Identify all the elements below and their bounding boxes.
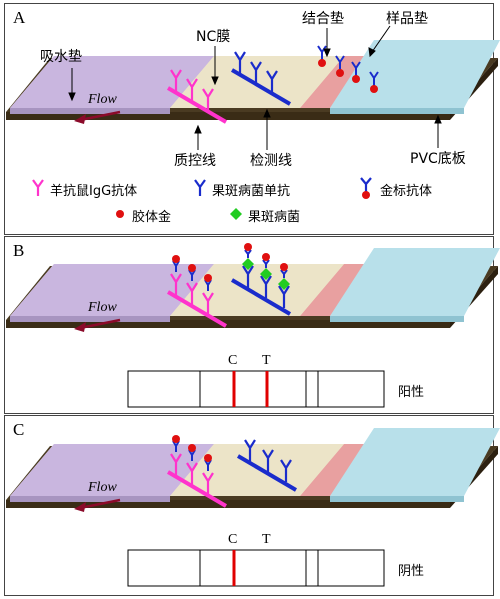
c-label-c: C [228, 532, 238, 547]
absorbent-pad [10, 56, 214, 108]
t-label-b: T [262, 353, 271, 368]
flow-label-c: Flow [88, 480, 117, 495]
result-positive: 阳性 [398, 385, 425, 400]
panel-letter-c: C [13, 420, 25, 439]
flow-arrow-a [74, 110, 121, 124]
label-pvc-backing: PVC底板 [410, 151, 466, 167]
label-absorbent-pad: 吸水垫 [40, 49, 82, 65]
label-conjugate-pad: 结合垫 [302, 11, 344, 27]
c-label-b: C [228, 353, 238, 368]
result-card-c [127, 549, 385, 587]
label-pointers-a [68, 25, 442, 150]
t-label-c: T [262, 532, 271, 547]
legend-bacteria: 果斑病菌 [248, 210, 301, 225]
label-nc-membrane: NC膜 [196, 29, 231, 45]
label-test-line: 检测线 [250, 153, 292, 169]
flow-label-a: Flow [88, 92, 117, 107]
legend-icons [32, 177, 372, 220]
legend-colloidal-gold: 胶体金 [132, 210, 172, 225]
label-control-line: 质控线 [174, 153, 216, 169]
legend-anti-igg: 羊抗鼠IgG抗体 [50, 184, 138, 199]
legend-mab: 果斑病菌单抗 [212, 184, 291, 199]
label-sample-pad: 样品垫 [386, 11, 428, 27]
test-line-a [230, 51, 292, 106]
gold-antibodies-a [317, 45, 379, 93]
control-line-a [166, 69, 228, 124]
legend-gold-ab: 金标抗体 [380, 184, 433, 199]
flow-label-b: Flow [88, 300, 117, 315]
panel-letter-a: A [13, 8, 26, 27]
panel-letter-b: B [13, 241, 25, 260]
result-card-b [127, 370, 385, 408]
result-negative: 阴性 [398, 564, 425, 579]
